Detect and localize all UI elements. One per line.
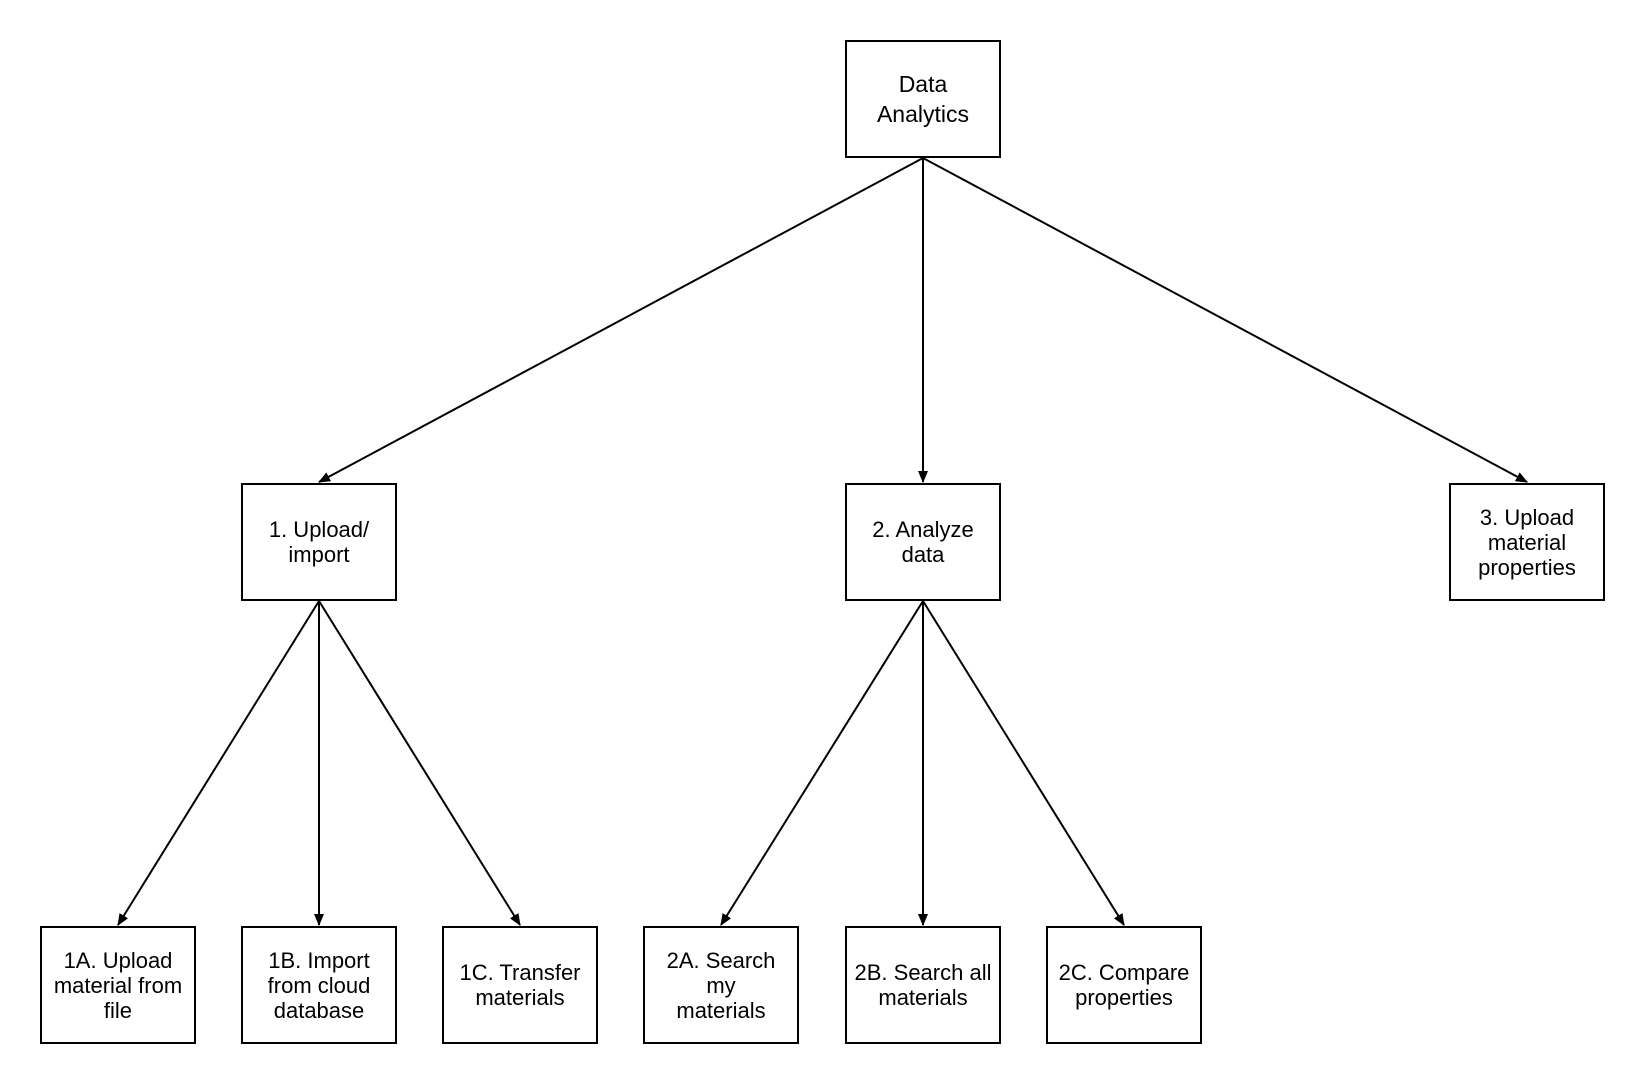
node-label: 1B. Import from cloud database <box>267 947 371 1023</box>
node-upload-material-from-file: 1A. Upload material from file <box>40 926 196 1044</box>
node-label: 1C. Transfer materials <box>459 960 581 1010</box>
node-label: 2A. Search my materials <box>666 947 776 1023</box>
node-label: 2B. Search all materials <box>854 960 992 1010</box>
arrow-root-to-1 <box>318 157 924 483</box>
node-compare-properties: 2C. Compare properties <box>1046 926 1202 1044</box>
node-upload-import: 1. Upload/ import <box>241 483 397 601</box>
node-label: 2C. Compare properties <box>1058 960 1190 1010</box>
node-import-from-cloud-database: 1B. Import from cloud database <box>241 926 397 1044</box>
arrow-1-to-1C <box>318 600 521 926</box>
node-analyze-data: 2. Analyze data <box>845 483 1001 601</box>
node-search-my-materials: 2A. Search my materials <box>643 926 799 1044</box>
node-label: Data Analytics <box>876 71 970 127</box>
node-label: 1A. Upload material from file <box>53 947 183 1023</box>
arrow-2-to-2C <box>922 600 1125 926</box>
node-data-analytics: Data Analytics <box>845 40 1001 158</box>
arrow-root-to-3 <box>922 157 1528 483</box>
node-label: 3. Upload material properties <box>1478 504 1576 580</box>
node-label: 1. Upload/ import <box>268 517 370 567</box>
node-label: 2. Analyze data <box>872 517 974 567</box>
node-transfer-materials: 1C. Transfer materials <box>442 926 598 1044</box>
node-upload-material-properties: 3. Upload material properties <box>1449 483 1605 601</box>
node-search-all-materials: 2B. Search all materials <box>845 926 1001 1044</box>
arrow-1-to-1A <box>117 600 320 926</box>
arrow-2-to-2A <box>720 600 924 926</box>
